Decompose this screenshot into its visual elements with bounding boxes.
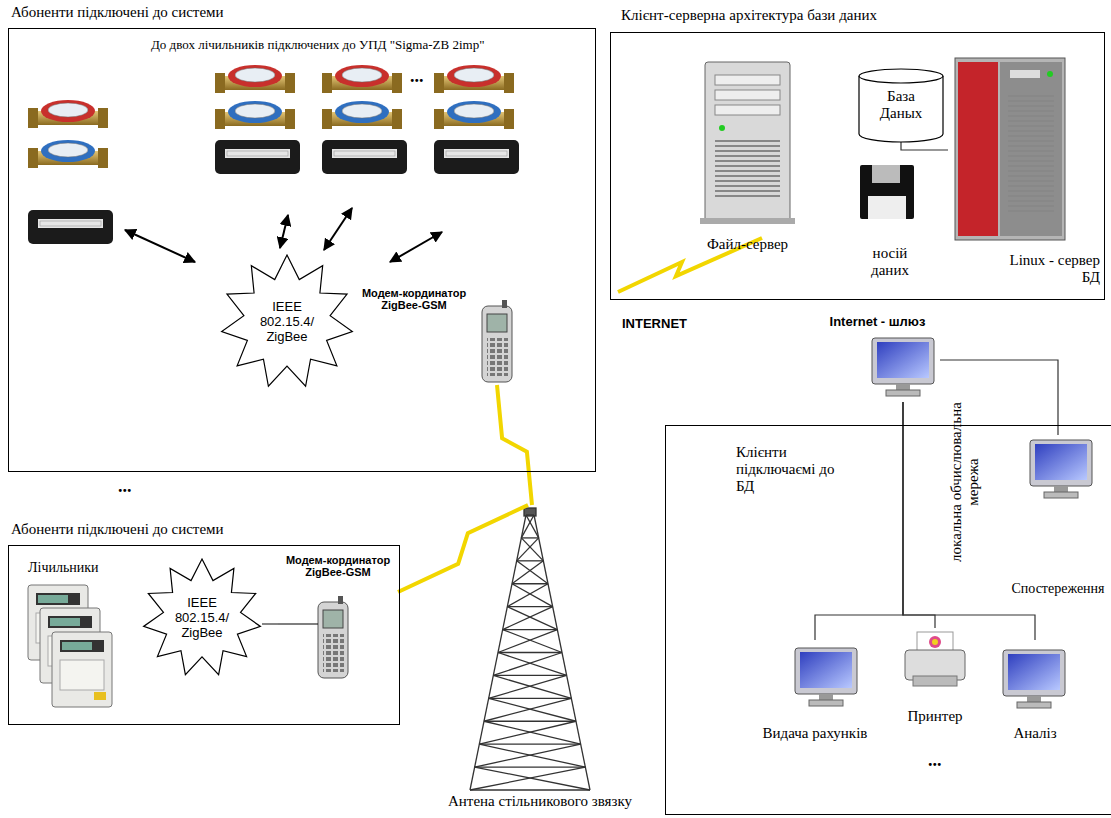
node-label: Спостереження xyxy=(1011,581,1104,597)
water-meter xyxy=(215,101,295,129)
node-label: Клієнти підключаємі до БД xyxy=(736,444,836,495)
water-meter xyxy=(28,100,108,128)
gsm-modem xyxy=(482,300,512,382)
network-line xyxy=(262,623,278,624)
water-meter xyxy=(215,65,295,93)
internet-label: INTERNET xyxy=(622,316,687,331)
cell-tower xyxy=(470,508,590,790)
node-label: Модем-кординатор ZigBee-GSM xyxy=(279,554,397,578)
water-meter xyxy=(28,140,108,168)
modem-wire xyxy=(278,623,318,624)
client-region: Клієнти підключаємі до БД СпостереженняВи… xyxy=(665,425,1111,815)
node-label: Антена стільникового звязку xyxy=(448,793,632,810)
meters-label: Лічильники xyxy=(28,560,99,576)
computer xyxy=(795,648,857,706)
node-label: Абоненти підключені до системи xyxy=(11,521,224,538)
storage-media: носій даних xyxy=(842,162,938,282)
linux-server xyxy=(955,58,1065,240)
modem-coordinator: Модем-кординатор ZigBee-GSM xyxy=(278,552,398,688)
database-cylinder: База Даных xyxy=(858,68,944,142)
internet-gateway: Internet - шлюз xyxy=(815,312,940,402)
subscriber-region: Абоненти підключені до системиДо двох лі… xyxy=(8,28,596,472)
node-label: Файл-сервер xyxy=(707,236,788,253)
antenna: Антена стільникового звязку xyxy=(420,505,660,813)
sigma-device xyxy=(434,140,519,174)
node-label: IEEE 802.15.4/ ZigBee xyxy=(166,595,238,640)
wireless-link xyxy=(398,505,528,592)
node-label: Аналіз xyxy=(1013,725,1056,742)
node-label: Видача рахунків xyxy=(763,725,868,742)
server-region: Клієнт-серверна архітектура бази данихФа… xyxy=(610,32,1105,300)
client-station: Спостереження xyxy=(1008,435,1108,600)
sigma-device xyxy=(28,210,113,244)
node-label: Internet - шлюз xyxy=(830,314,926,329)
zigbee-star: IEEE 802.15.4/ ZigBee xyxy=(142,558,262,678)
zigbee-star: IEEE 802.15.4/ ZigBee xyxy=(220,254,354,390)
computer xyxy=(1003,650,1065,708)
printer xyxy=(905,632,965,686)
node-label: Принтер xyxy=(907,708,962,725)
client-station: Видача рахунків xyxy=(745,640,885,745)
network-line xyxy=(903,402,935,628)
node-label: IEEE 802.15.4/ ZigBee xyxy=(247,299,327,344)
ellipsis: ... xyxy=(410,66,424,87)
network-line xyxy=(901,142,948,150)
network-line xyxy=(815,402,903,640)
wireless-link xyxy=(497,385,532,505)
ellipsis: ... xyxy=(928,750,942,771)
gsm-modem xyxy=(318,596,348,678)
radio-arrows xyxy=(125,208,442,262)
modem-coordinator: Модем-кординатор ZigBee-GSM xyxy=(350,285,515,385)
node-label: Модем-кординатор ZigBee-GSM xyxy=(350,287,478,311)
water-meter xyxy=(434,65,514,93)
electric-meter xyxy=(52,632,112,707)
sigma-device xyxy=(215,140,300,174)
water-meter xyxy=(322,101,402,129)
file-server xyxy=(700,62,795,224)
computer xyxy=(872,338,934,396)
client-station: Аналіз xyxy=(990,640,1080,745)
network-label: локальна обчислювальна мережа xyxy=(948,387,982,577)
water-meter xyxy=(434,101,514,129)
file-server: Файл-сервер xyxy=(690,58,805,256)
node-label: База Даных xyxy=(870,88,932,122)
water-meter xyxy=(322,65,402,93)
network-line xyxy=(903,402,1035,640)
ellipsis: ... xyxy=(118,476,132,497)
node-label: Linux - сервер БД xyxy=(1000,252,1100,286)
node-label: Клієнт-серверна архітектура бази даних xyxy=(621,7,877,24)
printer-station: Принтер xyxy=(893,628,977,728)
node-note: До двох лічильників підключених до УПД "… xyxy=(151,37,484,53)
node-label: Абоненти підключені до системи xyxy=(11,4,224,21)
node-label: носій даних xyxy=(855,245,925,279)
floppy-disk xyxy=(860,165,914,219)
sigma-device xyxy=(322,140,407,174)
computer xyxy=(1030,440,1092,498)
db-server: Linux - сервер БД xyxy=(948,55,1100,289)
